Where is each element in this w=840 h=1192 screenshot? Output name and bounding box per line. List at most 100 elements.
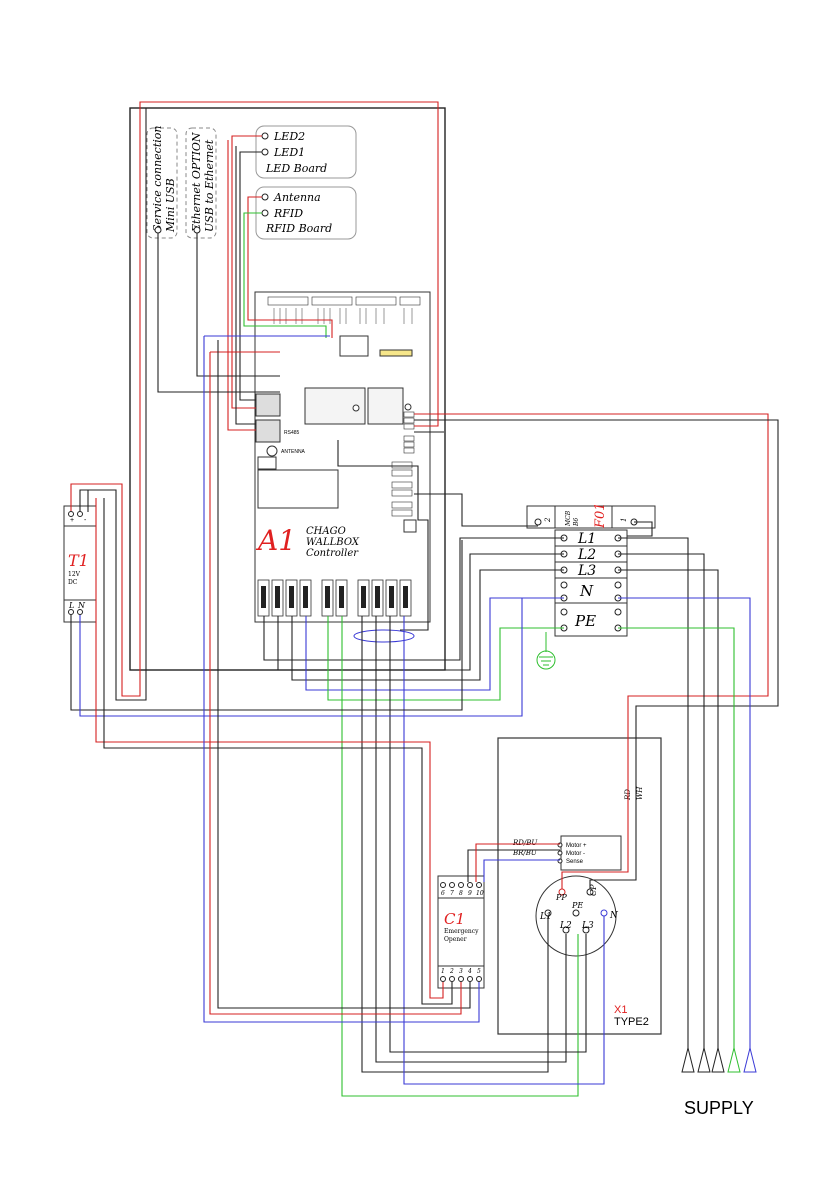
x1-pe: PE — [571, 901, 583, 910]
f01-rating: B6 — [573, 518, 580, 527]
a1-led-indicator-2-icon — [404, 403, 412, 411]
supply-arrow-n-icon — [743, 1047, 757, 1073]
service-label-2: Mini USB — [164, 178, 177, 233]
x1-rdbu: RD/BU — [512, 839, 538, 847]
supply-arrow-l1-icon — [681, 1047, 695, 1073]
x1-l3: L3 — [581, 921, 594, 931]
terminal-n: N — [579, 582, 594, 600]
antenna-socket-icon — [266, 445, 278, 457]
terminal-pe: PE — [574, 612, 596, 630]
c1-tag: C1 — [444, 910, 465, 928]
f01-mcb — [526, 505, 656, 529]
f01-terminal-1: 1 — [620, 518, 628, 522]
supply-arrows — [681, 1047, 757, 1073]
a1-tag: A1 — [255, 524, 296, 557]
c1-top-7: 7 — [450, 890, 454, 897]
x1-tag: X1 — [614, 1004, 627, 1016]
ethernet-label-2: USB to Ethernet — [203, 139, 216, 232]
service-connection-box — [146, 127, 178, 239]
ethernet-option-box — [185, 127, 217, 239]
a1-power-terminals — [257, 579, 412, 617]
terminal-block — [554, 529, 628, 637]
c1-bottom-1: 1 — [441, 968, 445, 975]
cable-bundle-ellipse — [353, 629, 415, 643]
c1-top-8: 8 — [459, 890, 463, 897]
c1-top-9: 9 — [468, 890, 472, 897]
f01-tag: F01 — [593, 502, 608, 529]
c1-bottom-2: 2 — [449, 968, 454, 975]
service-label-1: Service connection — [151, 126, 164, 232]
a1-line-1: CHAGO — [306, 526, 346, 537]
led2-label: LED2 — [273, 130, 305, 143]
x1-sense: Sense — [566, 859, 584, 865]
x1-type: TYPE2 — [614, 1016, 649, 1028]
led1-terminal-icon — [261, 148, 269, 156]
x1-brbu: BR/BU — [512, 849, 538, 857]
rfid-label: RFID — [273, 207, 303, 220]
earth-ground-icon — [536, 632, 556, 670]
rj45-socket-1-icon — [255, 393, 281, 417]
a1-chip — [339, 335, 369, 357]
x1-motor-plus: Motor + — [566, 843, 587, 849]
a1-header — [379, 349, 413, 357]
c1-line-1: Emergency — [444, 928, 479, 935]
terminal-l3: L3 — [577, 563, 596, 579]
c1-top-6: 6 — [441, 890, 445, 897]
a1-pin-labels — [273, 308, 413, 324]
c1-line-2: Opener — [444, 936, 467, 943]
rfid-board-title: RFID Board — [265, 222, 332, 235]
pe-bolt-icon — [403, 519, 417, 533]
supply-arrow-l3-icon — [711, 1047, 725, 1073]
a1-dip-switch — [257, 456, 277, 470]
a1-antenna-label: ANTENNA — [281, 449, 306, 455]
a1-led-indicator-icon — [352, 404, 360, 412]
a1-line-3: Controller — [306, 548, 359, 559]
t1-plus: + — [70, 517, 74, 524]
type2-socket-face — [535, 875, 617, 957]
t1-l: L — [68, 601, 74, 610]
ethernet-connector-icon — [193, 226, 201, 234]
c1-top-10: 10 — [476, 890, 484, 897]
c1-bottom-3: 3 — [459, 968, 463, 975]
led-board-title: LED Board — [265, 162, 327, 175]
supply-arrow-l2-icon — [697, 1047, 711, 1073]
rj45-socket-2-icon — [255, 419, 281, 443]
x1-pp: PP — [555, 893, 567, 902]
terminal-l2: L2 — [577, 547, 596, 563]
t1-tag: T1 — [68, 551, 89, 570]
t1-line-1: 12V — [68, 571, 81, 578]
a1-relay-block — [257, 469, 339, 509]
ethernet-label-1: Ethernet OPTION — [190, 132, 203, 233]
service-connector-icon — [154, 226, 162, 234]
x1-wh-label: WH — [636, 786, 644, 800]
rfid-terminal-icon — [261, 209, 269, 217]
x1-motor-minus: Motor - — [566, 851, 585, 857]
f01-mcb-label: MCB — [565, 510, 572, 527]
a1-line-2: WALLBOX — [306, 537, 360, 548]
terminal-l1: L1 — [577, 531, 596, 547]
led2-terminal-icon — [261, 132, 269, 140]
x1-l1: L1 — [539, 912, 552, 922]
c1-bottom-5: 5 — [477, 968, 481, 975]
supply-arrow-pe-icon — [727, 1047, 741, 1073]
antenna-label: Antenna — [273, 191, 321, 204]
x1-n: N — [609, 911, 619, 921]
t1-line-2: DC — [68, 579, 78, 586]
led1-label: LED1 — [273, 146, 305, 159]
c1-bottom-4: 4 — [467, 968, 472, 975]
a1-top-connectors — [267, 296, 421, 306]
x1-enclosure — [497, 737, 662, 1035]
antenna-terminal-icon — [261, 193, 269, 201]
t1-n: N — [77, 601, 86, 610]
a1-right-terminals — [391, 411, 415, 517]
f01-terminal-2: 2 — [544, 517, 552, 523]
wire-red-top — [139, 101, 439, 108]
rs485-label: RS485 — [284, 430, 300, 436]
t1-minus: - — [84, 517, 87, 524]
x1-cp: CP — [589, 884, 598, 896]
x1-l2: L2 — [559, 921, 572, 931]
a1-sim-slot — [367, 387, 404, 425]
a1-power-terminal-screws — [261, 586, 408, 608]
supply-label: SUPPLY — [684, 1098, 754, 1118]
